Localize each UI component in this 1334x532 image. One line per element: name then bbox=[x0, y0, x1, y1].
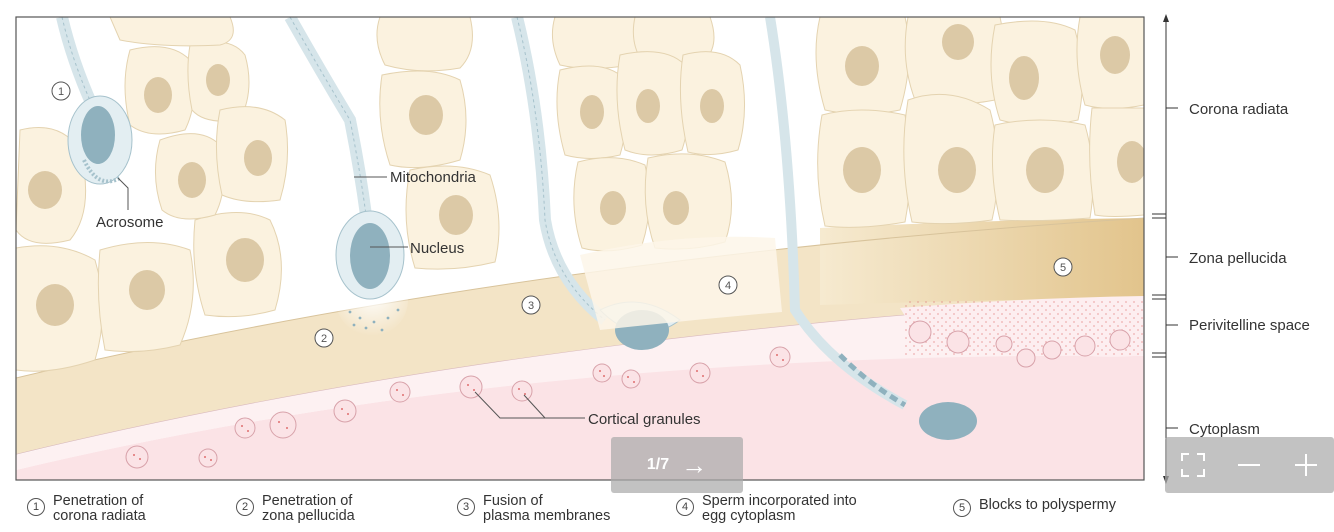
legend-item-3: 3 Fusion of plasma membranes bbox=[457, 494, 610, 524]
corona-cells bbox=[16, 17, 1144, 372]
layer-zona-pellucida: Zona pellucida bbox=[1189, 250, 1287, 267]
label-acrosome: Acrosome bbox=[96, 214, 164, 231]
legend-line: Blocks to polyspermy bbox=[979, 497, 1116, 513]
marker-3: 3 bbox=[528, 300, 534, 312]
cytoplasm-region bbox=[16, 354, 1144, 480]
perivitelline-space-region bbox=[16, 300, 1144, 470]
legend-item-2: 2 Penetration of zona pellucida bbox=[236, 494, 355, 524]
sperm-2 bbox=[284, 17, 408, 336]
legend-item-4: 4 Sperm incorporated into egg cytoplasm bbox=[676, 494, 857, 524]
legend-number: 4 bbox=[676, 498, 694, 516]
legend-line: Fusion of bbox=[483, 493, 543, 509]
marker-5: 5 bbox=[1060, 262, 1066, 274]
legend-number: 5 bbox=[953, 499, 971, 517]
legend-line: corona radiata bbox=[53, 508, 146, 524]
legend-line: plasma membranes bbox=[483, 508, 611, 524]
zoom-in-button[interactable] bbox=[1286, 445, 1326, 485]
layer-bracket bbox=[1152, 20, 1178, 478]
marker-4: 4 bbox=[725, 280, 731, 292]
marker-1: 1 bbox=[58, 86, 64, 98]
label-mitochondria: Mitochondria bbox=[390, 169, 477, 186]
sperm-4 bbox=[765, 17, 977, 440]
legend-number: 2 bbox=[236, 498, 254, 516]
next-slide-button[interactable]: 1/7 → bbox=[611, 437, 743, 493]
label-cortical-granules: Cortical granules bbox=[588, 411, 701, 428]
step-markers bbox=[51, 81, 1073, 348]
fullscreen-button[interactable] bbox=[1173, 445, 1213, 485]
label-nucleus: Nucleus bbox=[410, 240, 464, 257]
polyspermy-block-region bbox=[900, 296, 1144, 368]
legend-item-1: 1 Penetration of corona radiata bbox=[27, 494, 146, 524]
fullscreen-icon bbox=[1181, 453, 1206, 477]
legend-line: Sperm incorporated into bbox=[702, 493, 857, 509]
legend-line: Penetration of bbox=[53, 493, 144, 509]
sperm-1 bbox=[56, 17, 133, 185]
minus-icon bbox=[1238, 464, 1261, 466]
pager-label: 1/7 bbox=[646, 456, 670, 473]
legend-line: Penetration of bbox=[262, 493, 353, 509]
layer-perivitelline-space: Perivitelline space bbox=[1189, 317, 1310, 334]
arrow-right-icon: → bbox=[681, 450, 708, 480]
viewer-controls bbox=[1165, 437, 1334, 493]
layer-cytoplasm: Cytoplasm bbox=[1189, 421, 1260, 438]
legend-item-5: 5 Blocks to polyspermy bbox=[953, 498, 1116, 517]
legend-number: 3 bbox=[457, 498, 475, 516]
plus-icon bbox=[1294, 454, 1317, 476]
marker-2: 2 bbox=[321, 333, 327, 345]
zoom-out-button[interactable] bbox=[1229, 445, 1269, 485]
legend-line: zona pellucida bbox=[262, 508, 355, 524]
legend-number: 1 bbox=[27, 498, 45, 516]
legend-line: egg cytoplasm bbox=[702, 508, 796, 524]
cortical-granules bbox=[125, 346, 791, 469]
layer-corona-radiata: Corona radiata bbox=[1189, 101, 1289, 118]
